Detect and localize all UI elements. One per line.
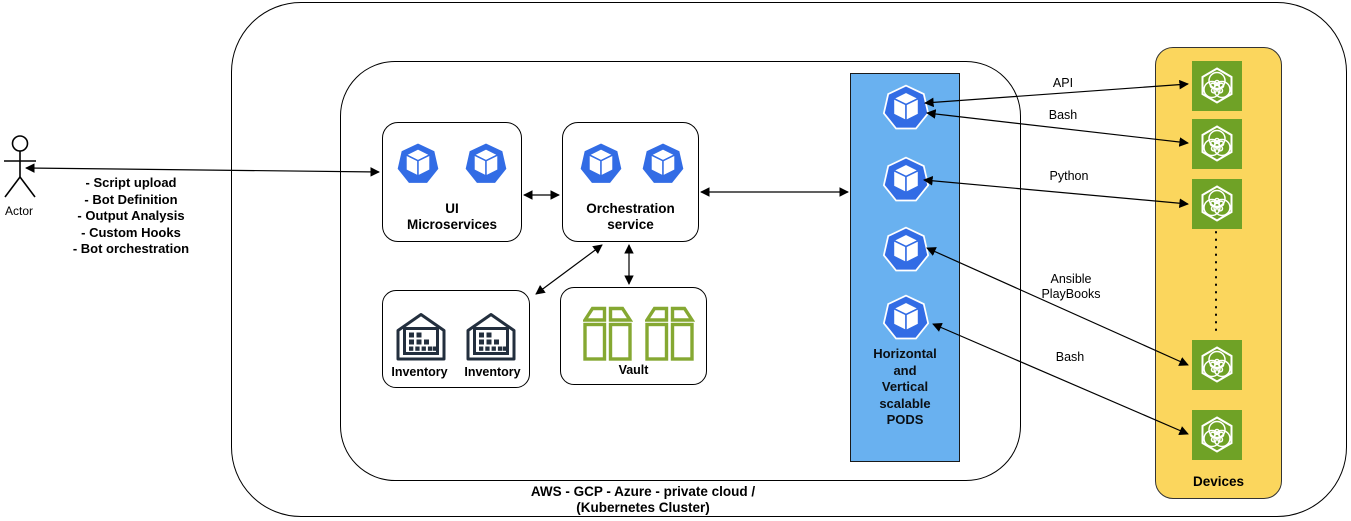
actor-icon — [4, 135, 36, 198]
kubernetes-pod-icon — [882, 84, 930, 130]
actor-note-line: - Bot orchestration — [72, 241, 190, 257]
inventory-label: Inventory — [464, 365, 521, 379]
edge-label-bash-2: Bash — [1055, 350, 1085, 364]
actor-label: Actor — [4, 204, 33, 218]
kubernetes-pod-icon — [882, 294, 930, 340]
scalable-pods-panel: Horizontal and Vertical scalable PODS — [850, 73, 960, 462]
actor-note-line: - Bot Definition — [84, 191, 178, 207]
cloud-boundary-frame — [231, 2, 1347, 517]
warehouse-icon — [466, 313, 516, 361]
orchestration-service-label: Orchestration service — [586, 201, 675, 232]
vault-icon — [583, 306, 633, 361]
actor-note-line: - Script upload — [85, 175, 177, 190]
devices-panel: Devices — [1155, 47, 1282, 499]
orchestration-service-box: Orchestration service — [562, 122, 699, 242]
scalable-pods-label: Horizontal and Vertical scalable PODS — [873, 346, 937, 427]
device-icon — [1192, 61, 1242, 111]
cloud-caption: AWS - GCP - Azure - private cloud / (Kub… — [530, 484, 756, 515]
device-icon — [1192, 410, 1242, 460]
devices-label: Devices — [1192, 474, 1245, 489]
device-icon — [1192, 340, 1242, 390]
edge-label-python: Python — [1049, 169, 1089, 183]
kubernetes-pod-icon — [395, 141, 441, 185]
edge-label-api: API — [1052, 76, 1074, 90]
inventory-labels: Inventory Inventory — [383, 365, 529, 379]
ui-microservices-box: UI Microservices — [382, 122, 522, 242]
warehouse-icon — [396, 313, 446, 361]
kubernetes-pod-icon — [640, 141, 686, 185]
edge-label-bash-1: Bash — [1048, 108, 1078, 122]
device-icon — [1192, 119, 1242, 169]
actor-notes: - Script upload - Bot Definition - Outpu… — [60, 175, 202, 258]
inventory-box: Inventory Inventory — [382, 290, 530, 388]
kubernetes-pod-icon — [882, 156, 930, 202]
edge-label-ansible-playbooks: Ansible PlayBooks — [1041, 272, 1101, 301]
vault-box: Vault — [560, 287, 707, 385]
actor-note-line: - Custom Hooks — [81, 224, 181, 240]
vault-icon — [645, 306, 695, 361]
kubernetes-pod-icon — [463, 141, 509, 185]
ui-microservices-label: UI Microservices — [406, 201, 498, 232]
vault-label: Vault — [618, 363, 649, 377]
actor-note-line: - Output Analysis — [77, 208, 185, 224]
actor-figure — [2, 135, 38, 203]
device-icon — [1192, 179, 1242, 229]
kubernetes-pod-icon — [882, 226, 930, 272]
kubernetes-pod-icon — [578, 141, 624, 185]
inventory-label: Inventory — [391, 365, 448, 379]
